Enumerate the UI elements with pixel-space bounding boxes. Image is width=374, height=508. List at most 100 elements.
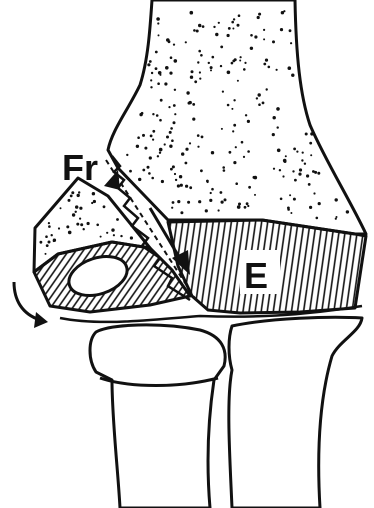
stipple-dot <box>281 11 284 14</box>
stipple-dot <box>196 30 199 33</box>
stipple-dot <box>180 211 183 214</box>
stipple-dot <box>213 26 215 28</box>
stipple-dot <box>231 62 234 65</box>
stipple-dot <box>170 56 173 59</box>
stipple-dot <box>335 198 338 201</box>
stipple-dot <box>248 186 251 189</box>
stipple-dot <box>193 29 196 32</box>
stipple-dot <box>298 173 301 176</box>
stipple-dot <box>103 205 106 208</box>
stipple-dot <box>199 25 201 27</box>
stipple-dot <box>120 235 122 237</box>
stipple-dot <box>287 207 290 210</box>
stipple-dot <box>221 201 224 204</box>
stipple-dot <box>192 103 195 106</box>
stipple-dot <box>199 71 201 73</box>
stipple-dot <box>142 134 145 137</box>
stipple-dot <box>152 113 154 115</box>
stipple-dot <box>335 218 337 220</box>
stipple-dot <box>209 199 212 202</box>
stipple-dot <box>194 80 197 83</box>
stipple-dot <box>218 209 220 211</box>
stipple-dot <box>201 136 204 139</box>
stipple-dot <box>126 154 128 156</box>
stipple-dot <box>173 104 176 107</box>
stipple-dot <box>232 60 235 63</box>
stipple-dot <box>156 17 160 21</box>
stipple-dot <box>106 232 108 234</box>
stipple-dot <box>79 207 82 210</box>
stipple-dot <box>157 22 159 24</box>
stipple-dot <box>172 201 175 204</box>
stipple-dot <box>83 228 85 230</box>
stipple-dot <box>258 13 261 16</box>
stipple-dot <box>152 130 155 133</box>
stipple-dot <box>279 169 281 171</box>
stipple-dot <box>247 120 250 123</box>
stipple-dot <box>290 212 292 214</box>
stipple-dot <box>256 97 258 99</box>
stipple-dot <box>93 200 96 203</box>
stipple-dot <box>262 102 265 105</box>
stipple-dot <box>137 136 140 139</box>
stipple-dot <box>218 22 220 24</box>
stipple-dot <box>258 93 261 96</box>
stipple-dot <box>185 185 188 188</box>
epiphysis-label: E <box>244 255 268 296</box>
stipple-dot <box>280 198 283 201</box>
stipple-dot <box>215 33 218 36</box>
stipple-dot <box>171 139 174 142</box>
stipple-dot <box>316 217 319 220</box>
stipple-dot <box>210 192 212 194</box>
stipple-dot <box>237 24 240 27</box>
stipple-dot <box>302 152 304 154</box>
stipple-dot <box>165 66 169 70</box>
stipple-dot <box>189 142 191 144</box>
stipple-dot <box>111 228 114 231</box>
stipple-dot <box>147 63 150 66</box>
stipple-dot <box>250 34 253 37</box>
stipple-dot <box>155 51 158 54</box>
rotation-arrow-head <box>34 312 48 328</box>
stipple-dot <box>222 166 225 169</box>
stipple-dot <box>173 121 176 124</box>
stipple-dot <box>346 210 349 213</box>
stipple-dot <box>314 171 317 174</box>
stipple-dot <box>40 241 43 244</box>
stipple-dot <box>72 213 75 216</box>
stipple-dot <box>79 218 81 220</box>
stipple-dot <box>282 175 284 177</box>
stipple-dot <box>202 25 205 28</box>
stipple-dot <box>277 126 279 128</box>
stipple-dot <box>293 198 296 201</box>
stipple-dot <box>157 82 160 85</box>
stipple-dot <box>313 192 315 194</box>
stipple-dot <box>265 59 268 62</box>
stipple-dot <box>191 70 194 73</box>
stipple-dot <box>222 91 224 93</box>
stipple-dot <box>166 136 169 139</box>
stipple-dot <box>231 108 233 110</box>
stipple-dot <box>231 21 234 24</box>
stipple-dot <box>239 60 241 62</box>
stipple-dot <box>273 168 275 170</box>
stipple-dot <box>169 145 172 148</box>
stipple-dot <box>197 134 200 137</box>
stipple-dot <box>149 60 152 63</box>
stipple-dot <box>189 186 192 189</box>
stipple-dot <box>224 198 227 201</box>
stipple-dot <box>78 191 80 193</box>
stipple-dot <box>136 145 139 148</box>
stipple-dot <box>247 205 249 207</box>
stipple-dot <box>185 148 188 151</box>
stipple-dot <box>198 50 201 53</box>
stipple-dot <box>237 80 239 82</box>
stipple-dot <box>238 203 241 206</box>
stipple-dot <box>175 179 177 181</box>
stipple-dot <box>292 170 294 172</box>
stipple-dot <box>199 78 201 80</box>
stipple-dot <box>76 223 79 226</box>
stipple-dot <box>113 234 115 236</box>
stipple-dot <box>177 200 180 203</box>
stipple-dot <box>158 71 162 75</box>
